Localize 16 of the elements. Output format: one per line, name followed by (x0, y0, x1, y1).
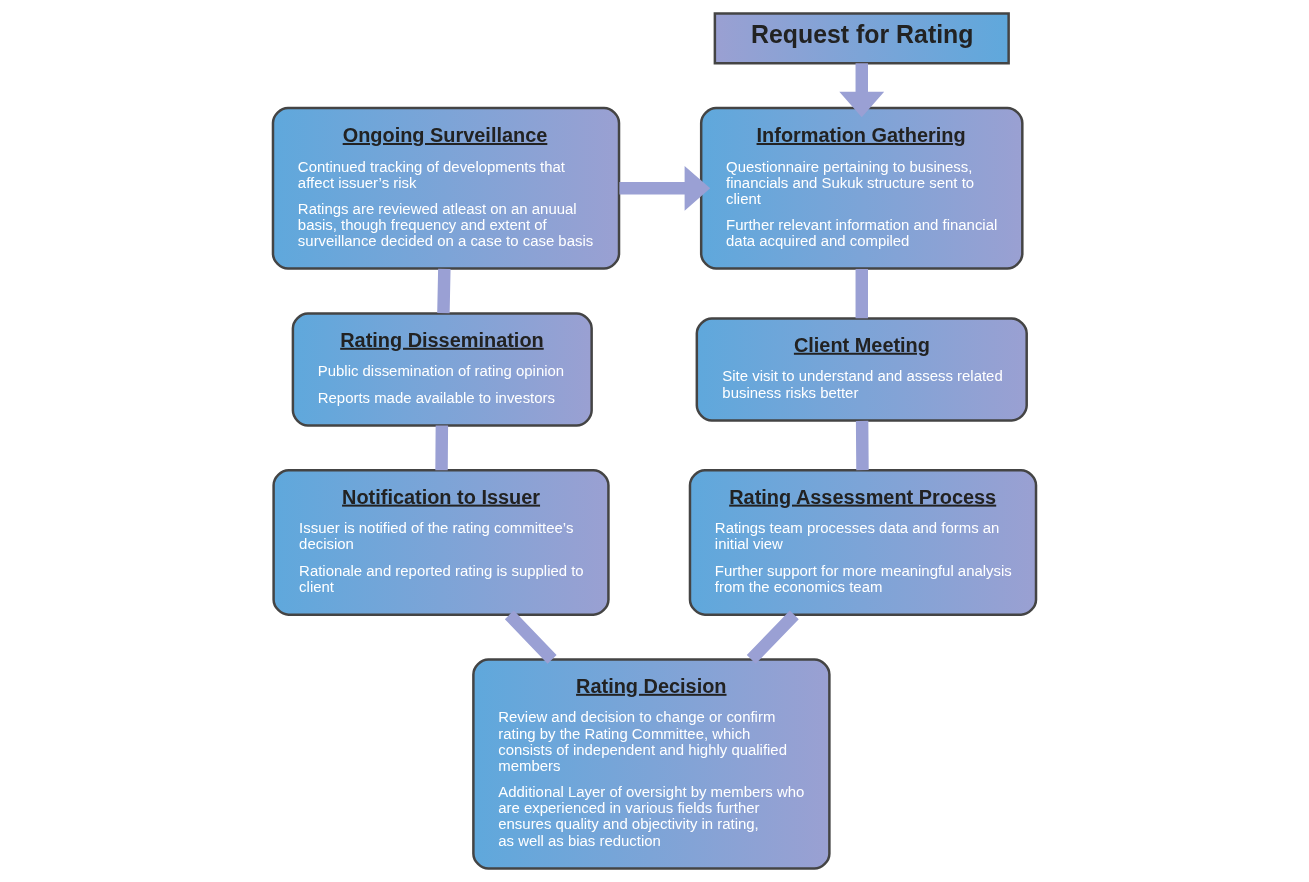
connector (855, 420, 869, 471)
node-box: Client Meeting Site visit to understand and assess related business risks better (695, 317, 1028, 422)
connector (746, 610, 799, 664)
node-box: Information Gathering Questionnaire pertaining to business, financials and Sukuk structure sent to client Further relevant information and financial data acquired and compiled (699, 106, 1024, 270)
arrow (839, 63, 885, 118)
arrow (619, 165, 711, 211)
node-box: Notification to Issuer Issuer is notified of the rating committee’s decision Rationale and reported rating is supplied to client (272, 469, 610, 616)
node-box: Request for Rating (713, 12, 1010, 65)
node-box: Rating Dissemination Public dissemination of rating opinion Reports made available to investors (291, 312, 593, 427)
connector (437, 268, 451, 314)
node-box: Rating Assessment Process Ratings team processes data and forms an initial view Further support for more meaningful analysis from the economics team (688, 469, 1038, 616)
connector (504, 610, 557, 664)
node-box: Ongoing Surveillance Continued tracking of developments that affect issuer’s risk Ratings are reviewed atleast on an anuual basis, though frequency and extent of surveillance decided on a case to case basis (271, 106, 621, 270)
node-box: Rating Decision Review and decision to change or confirm rating by the Rating Committee, which consists of independent and highly qualified members Additional Layer of oversight by members who are experienced in various fields further ensures quality and objectivity in rating, as well as bias reduction (472, 658, 831, 870)
connector (855, 268, 868, 319)
connector (435, 425, 449, 471)
